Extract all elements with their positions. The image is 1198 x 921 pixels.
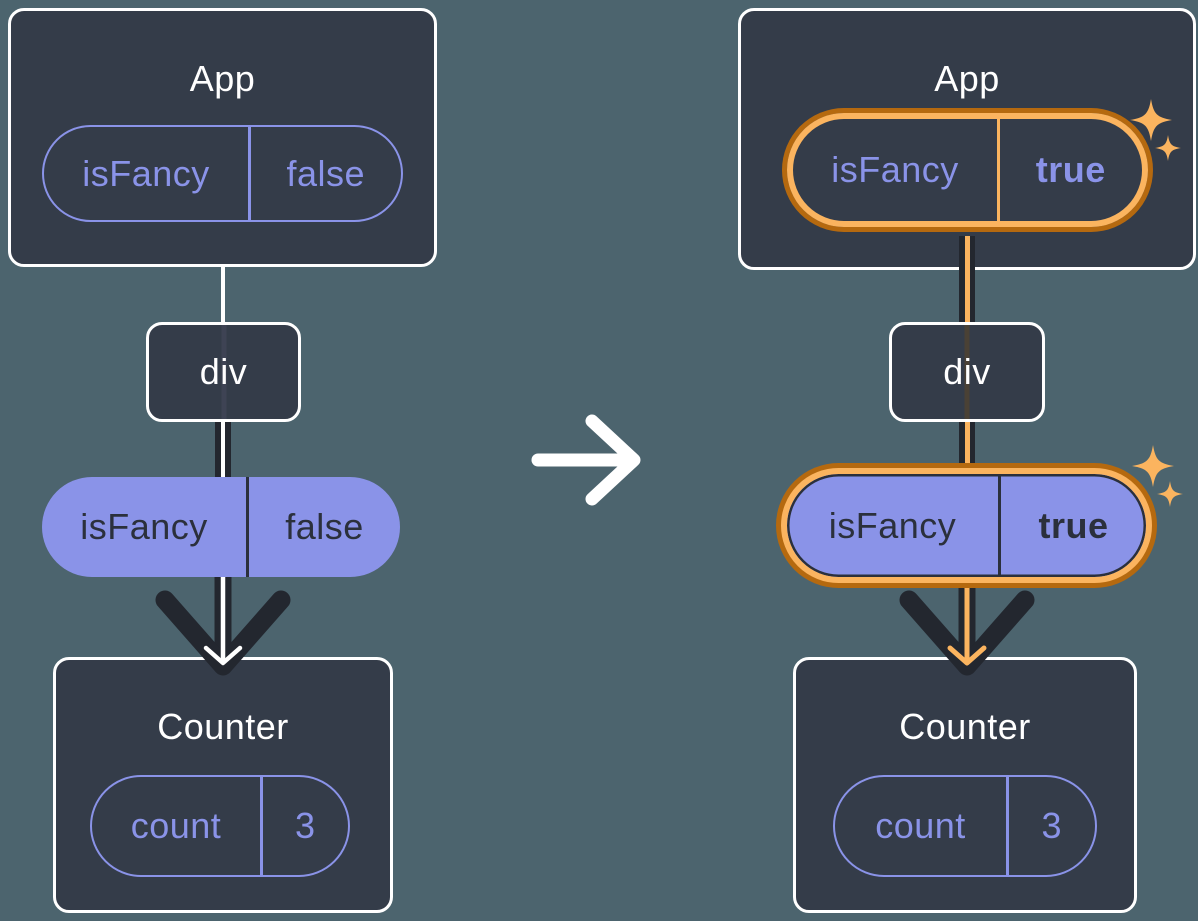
right-div-passthrough-line bbox=[964, 325, 970, 419]
prop-key: isFancy bbox=[80, 506, 208, 547]
right-div-node: div bbox=[889, 322, 1045, 422]
right-app-title: App bbox=[934, 58, 1000, 99]
left-app-to-div-edge bbox=[220, 264, 225, 324]
state-value: 3 bbox=[1041, 805, 1063, 846]
left-counter-state-pill: count 3 bbox=[90, 775, 350, 877]
left-passed-prop-pill: isFancy false bbox=[42, 477, 400, 577]
left-app-title: App bbox=[189, 58, 256, 99]
pill-divider bbox=[997, 119, 1000, 221]
right-down-arrow-icon bbox=[899, 573, 1035, 676]
left-div-label: div bbox=[199, 351, 248, 392]
right-counter-title: Counter bbox=[899, 706, 1031, 747]
state-key: count bbox=[875, 805, 966, 846]
sparkle-stars-icon bbox=[1132, 445, 1183, 507]
prop-value: true bbox=[1035, 149, 1106, 190]
left-div-node: div bbox=[146, 322, 301, 422]
transition-arrow-icon bbox=[531, 414, 641, 506]
left-counter-title: Counter bbox=[157, 706, 289, 747]
left-div-to-prop-edge bbox=[215, 420, 231, 478]
pill-divider bbox=[246, 477, 249, 577]
right-div-to-prop-edge bbox=[959, 420, 975, 478]
right-app-prop-pill-highlighted: isFancy true bbox=[787, 113, 1148, 227]
prop-value: true bbox=[1038, 504, 1109, 546]
state-value: 3 bbox=[294, 805, 316, 846]
state-key: count bbox=[130, 805, 222, 846]
pill-divider bbox=[260, 777, 263, 875]
pill-divider bbox=[998, 474, 1001, 577]
left-app-prop-pill: isFancy false bbox=[42, 125, 403, 222]
prop-key: isFancy bbox=[828, 504, 957, 546]
prop-value: false bbox=[286, 152, 366, 194]
left-down-arrow-icon bbox=[155, 573, 291, 676]
pill-divider bbox=[1006, 777, 1009, 875]
left-div-passthrough-line bbox=[221, 325, 226, 419]
right-counter-state-pill: count 3 bbox=[833, 775, 1097, 877]
edge-core bbox=[964, 420, 970, 478]
prop-key: isFancy bbox=[82, 152, 210, 194]
right-div-label: div bbox=[943, 351, 991, 392]
prop-value: false bbox=[285, 506, 364, 547]
edge-core bbox=[964, 236, 970, 324]
sparkle-stars-icon bbox=[1130, 99, 1181, 161]
edge-core bbox=[220, 420, 226, 478]
pill-divider bbox=[248, 127, 251, 220]
prop-key: isFancy bbox=[831, 149, 959, 190]
right-app-to-div-edge bbox=[959, 236, 975, 324]
right-passed-prop-pill-highlighted: isFancy true bbox=[781, 468, 1152, 583]
